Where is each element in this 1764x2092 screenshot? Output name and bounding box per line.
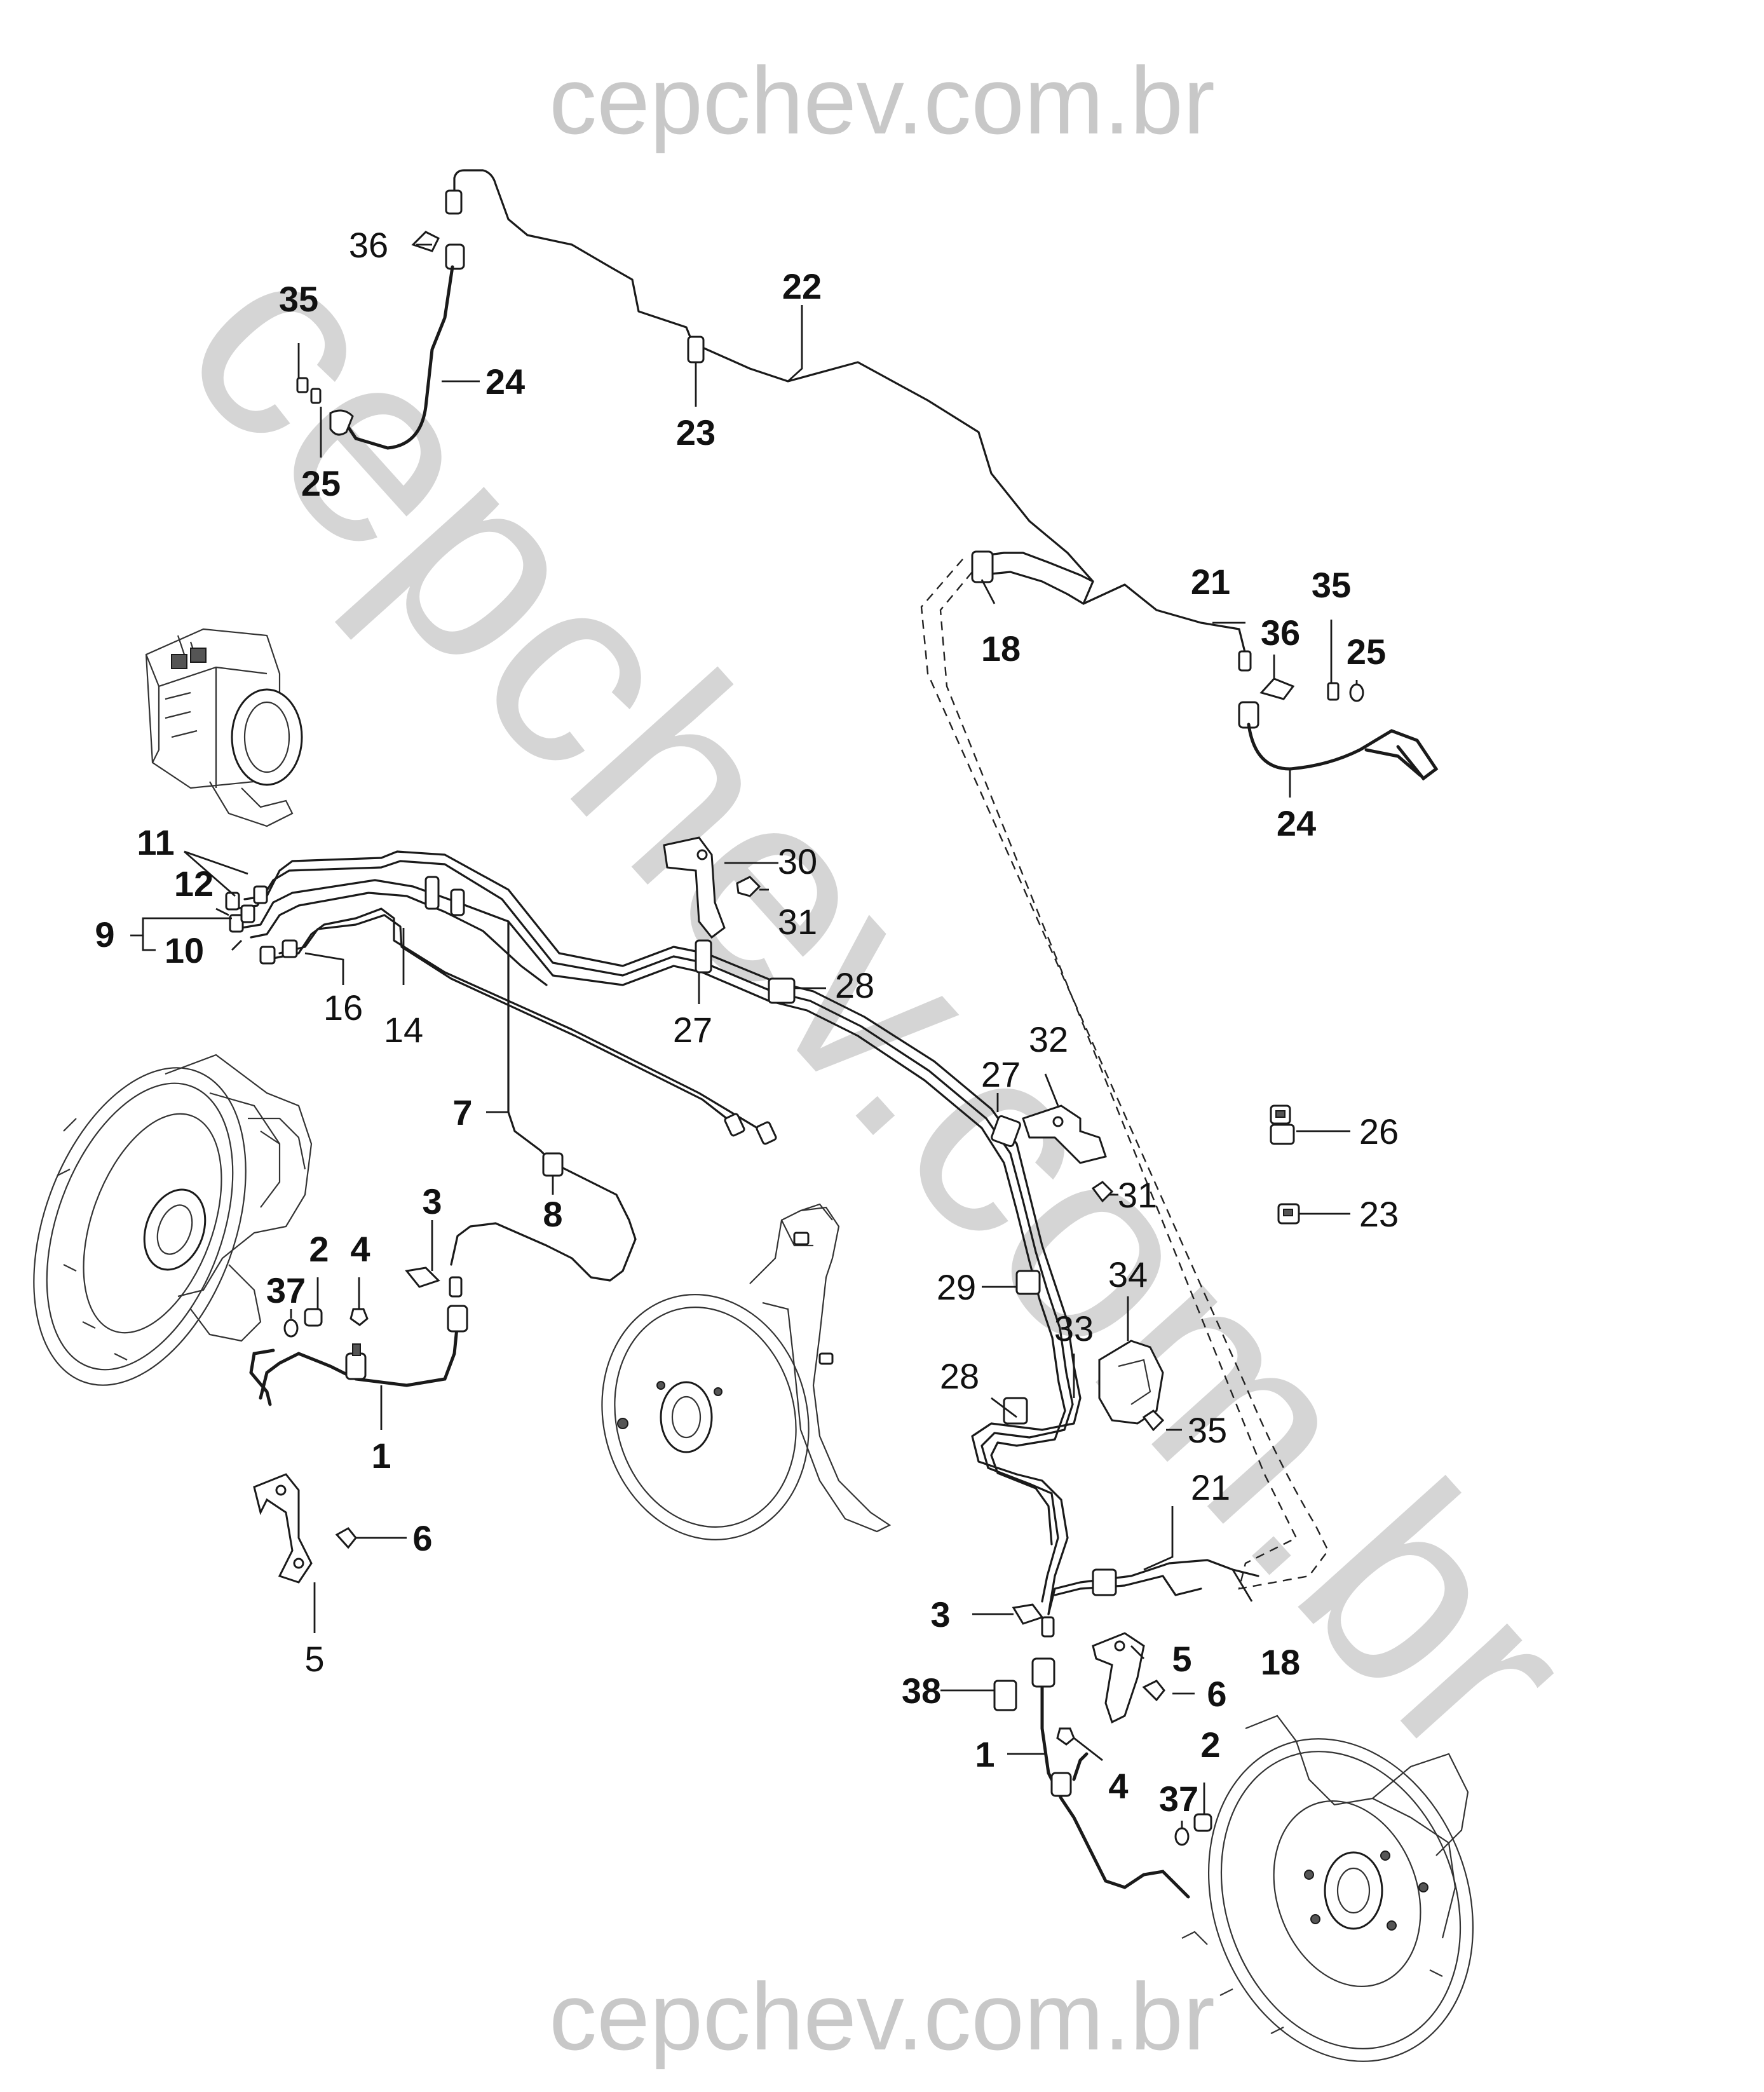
callout-33: 33 bbox=[1054, 1308, 1094, 1348]
callout-16: 16 bbox=[323, 988, 363, 1028]
callout-31-lower: 31 bbox=[1118, 1175, 1157, 1215]
callout-18-lower: 18 bbox=[1261, 1642, 1300, 1682]
callout-37-right: 37 bbox=[1159, 1779, 1198, 1819]
callout-30: 30 bbox=[778, 841, 817, 881]
callout-1-left: 1 bbox=[371, 1436, 391, 1476]
callout-29: 29 bbox=[937, 1267, 976, 1307]
callout-35-upper: 35 bbox=[279, 279, 318, 319]
callout-4-right: 4 bbox=[1108, 1766, 1128, 1806]
callout-14: 14 bbox=[384, 1010, 423, 1050]
bolt-35-c bbox=[1142, 1409, 1165, 1432]
callout-6-right: 6 bbox=[1207, 1674, 1226, 1714]
bolt-6-a bbox=[335, 1527, 357, 1549]
washer-37-a bbox=[283, 1319, 299, 1338]
callout-28-upper: 28 bbox=[835, 965, 874, 1005]
callout-38: 38 bbox=[902, 1671, 941, 1711]
callout-24-right: 24 bbox=[1277, 803, 1316, 843]
callout-22: 22 bbox=[782, 266, 822, 306]
callout-5-right: 5 bbox=[1172, 1639, 1191, 1679]
callout-18-upper: 18 bbox=[981, 628, 1021, 669]
callout-25-right: 25 bbox=[1347, 632, 1386, 672]
callout-23-upper: 23 bbox=[676, 412, 716, 452]
callout-25-upper: 25 bbox=[301, 463, 341, 503]
bracket-5-a bbox=[253, 1473, 313, 1584]
clip-3-b bbox=[1012, 1603, 1044, 1625]
callout-1-right: 1 bbox=[975, 1734, 994, 1774]
bracket-5-b bbox=[1092, 1632, 1145, 1724]
callouts: 22 36 35 24 23 25 21 35 18 36 25 24 11 1… bbox=[95, 225, 1399, 1819]
rear-left-hose-24 bbox=[296, 189, 465, 450]
nut-4-a bbox=[349, 1308, 369, 1326]
front-pipe-bundle bbox=[225, 850, 1082, 1425]
callout-7: 7 bbox=[452, 1092, 472, 1132]
fitting-3a bbox=[449, 1276, 463, 1298]
bracket-32 bbox=[1022, 1104, 1107, 1164]
front-left-hose-1 bbox=[249, 1305, 468, 1406]
bolt-2-a bbox=[304, 1308, 323, 1327]
callout-5-left: 5 bbox=[304, 1639, 324, 1679]
nut-31-a bbox=[736, 876, 761, 897]
watermark-bottom: cepchev.com.br bbox=[549, 1963, 1215, 2070]
leader-lines bbox=[130, 243, 1358, 1828]
callout-35-right: 35 bbox=[1312, 565, 1351, 605]
callout-31-upper: 31 bbox=[778, 902, 817, 942]
callout-35-lower: 35 bbox=[1188, 1410, 1227, 1450]
callout-23-lower: 23 bbox=[1359, 1194, 1399, 1234]
abs-modulator bbox=[145, 628, 303, 827]
callout-8: 8 bbox=[543, 1194, 562, 1234]
routing-outline bbox=[920, 559, 1329, 1590]
callout-21-upper: 21 bbox=[1191, 562, 1230, 602]
grommet-38 bbox=[993, 1680, 1017, 1711]
front-right-hose-1 bbox=[1031, 1657, 1190, 1899]
washer-37-b bbox=[1174, 1827, 1190, 1846]
callout-36-right: 36 bbox=[1261, 613, 1300, 653]
callout-36-upper: 36 bbox=[349, 225, 388, 265]
bracket-34 bbox=[1098, 1340, 1164, 1425]
callout-27-upper: 27 bbox=[673, 1010, 712, 1050]
callout-12: 12 bbox=[174, 864, 214, 904]
bracket-30 bbox=[663, 836, 726, 939]
callout-27-lower: 27 bbox=[981, 1054, 1021, 1094]
front-right-brake-assembly bbox=[1181, 1715, 1474, 2062]
front-left-brake-assembly bbox=[33, 1054, 313, 1386]
callout-2-left: 2 bbox=[309, 1229, 329, 1269]
callout-34: 34 bbox=[1108, 1254, 1148, 1294]
clip-23-lower bbox=[1277, 1203, 1300, 1225]
callout-26: 26 bbox=[1359, 1111, 1399, 1151]
callout-6-left: 6 bbox=[412, 1518, 432, 1558]
callout-11: 11 bbox=[137, 822, 174, 862]
callout-9: 9 bbox=[95, 914, 114, 954]
callout-32: 32 bbox=[1029, 1019, 1068, 1059]
bolt-31-b bbox=[1091, 1181, 1114, 1203]
callout-24-upper: 24 bbox=[485, 362, 525, 402]
callout-21-lower: 21 bbox=[1191, 1467, 1230, 1507]
callout-2-right: 2 bbox=[1200, 1725, 1220, 1765]
front-right-bundle bbox=[971, 1397, 1259, 1638]
clip-26 bbox=[1270, 1104, 1295, 1145]
bolt-6-b bbox=[1142, 1680, 1165, 1702]
clip-23-upper bbox=[687, 336, 705, 363]
clip-3-a bbox=[405, 1267, 440, 1288]
callout-37-left: 37 bbox=[266, 1270, 306, 1310]
watermark-top: cepchev.com.br bbox=[549, 47, 1215, 154]
callout-3-right: 3 bbox=[930, 1594, 950, 1634]
callout-4-left: 4 bbox=[350, 1229, 370, 1269]
bolt-2-b bbox=[1193, 1813, 1212, 1832]
rear-right-hose-24 bbox=[1238, 650, 1439, 781]
brake-booster-pedal bbox=[601, 1203, 892, 1540]
nut-4-b bbox=[1056, 1727, 1075, 1746]
callout-3-left: 3 bbox=[422, 1181, 442, 1221]
callout-28-lower: 28 bbox=[940, 1356, 979, 1396]
callout-10: 10 bbox=[165, 930, 204, 970]
pipe-22 bbox=[453, 169, 1247, 656]
